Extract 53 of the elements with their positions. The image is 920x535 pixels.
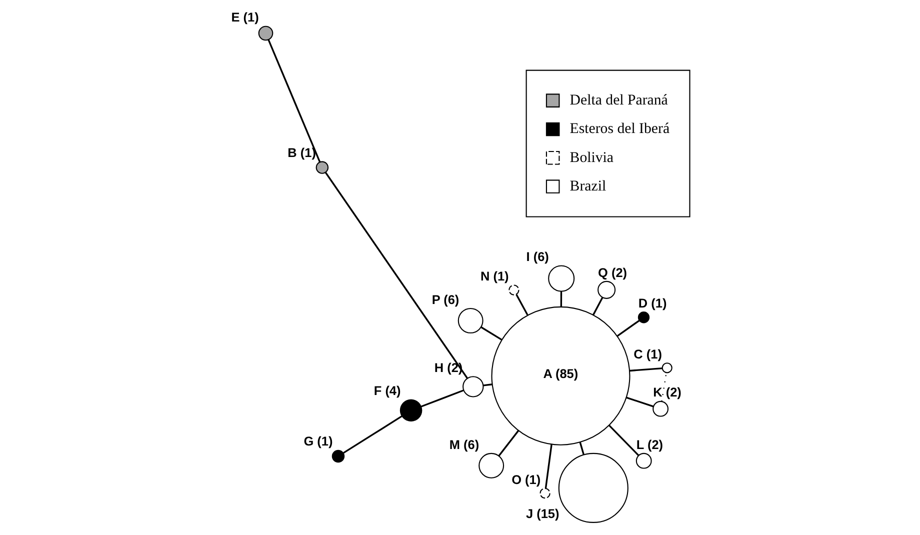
connector [480,326,502,340]
node-label: L (2) [636,436,663,452]
node-label: G (1) [303,434,332,449]
connector [342,416,402,454]
node-circle [399,399,422,422]
node-circle [652,400,668,417]
connector [608,424,639,456]
node-circle [508,284,519,296]
node-label: P (6) [431,292,459,307]
node-circle: A (85) [490,306,630,446]
connector [498,430,519,456]
node-label: K (2) [652,384,681,400]
legend-label: Esteros del Iberá [569,121,670,138]
node-label: I (6) [526,249,548,264]
connector [626,396,653,408]
node-label: Q (2) [598,264,627,280]
node-label: O (1) [511,472,540,487]
node-circle [331,450,344,463]
connector [482,384,492,386]
node-circle [315,161,328,174]
legend-label: Delta del Paraná [569,92,668,108]
node-circle [548,265,574,292]
node-circle [462,376,484,398]
node-label: D (1) [638,295,666,310]
node-label: B (1) [287,145,316,160]
connector [267,39,320,162]
node-circle [661,362,672,374]
node-circle [478,452,504,478]
connector [420,390,464,408]
node-circle [637,312,650,324]
connector [578,442,584,455]
connector [515,294,528,316]
connector [544,444,552,488]
connector [560,291,562,307]
node-circle [539,488,550,499]
node-label: N (1) [480,268,508,284]
connector [616,320,640,337]
node-circle [597,280,616,299]
node-circle [457,308,483,334]
node-circle [558,452,628,523]
node-label: J (15) [526,506,559,521]
node-label: F (4) [373,383,400,398]
node-circle [635,452,652,469]
node-label: C (1) [633,346,662,362]
connector [660,372,666,402]
connector [629,367,662,372]
node-circle [258,26,273,41]
node-label: M (6) [448,436,479,452]
legend-label: Bolivia [569,150,614,166]
connector [592,297,603,316]
connector [324,172,468,379]
legend-label: Brazil [569,178,606,194]
node-label: E (1) [230,10,258,25]
